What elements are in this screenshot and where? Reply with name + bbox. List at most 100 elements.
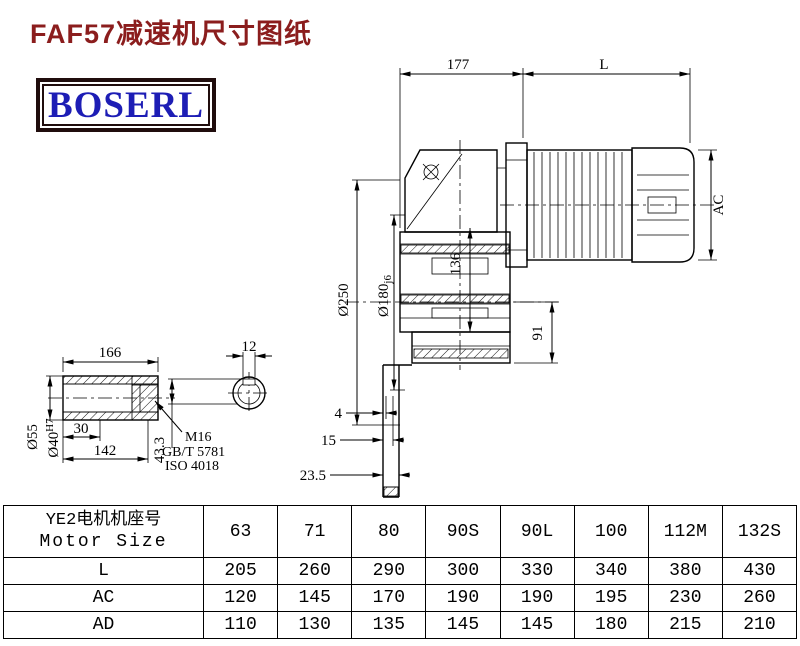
table-cell: 190 [425, 584, 501, 612]
standard-iso-label: ISO 4018 [165, 459, 219, 474]
dim-motor-height: AC [708, 150, 727, 260]
table-cell: 190 [499, 584, 575, 612]
table-cell: 180 [573, 611, 649, 639]
brand-logo-text: BOSERL [47, 84, 205, 126]
bearing-block-1 [431, 257, 489, 275]
motor-cooling-fins [533, 152, 623, 258]
thread-label: M16 [185, 430, 211, 445]
dim-motor-length: L [523, 57, 690, 77]
section-outer-circle [232, 376, 266, 410]
motor-size-header-cell: YE2电机机座号 Motor Size [3, 505, 204, 558]
dim-label-12: 12 [242, 339, 257, 355]
housing-hatch-band-1 [400, 244, 510, 254]
dim-label-91: 91 [530, 326, 546, 341]
table-cell: 260 [277, 557, 353, 585]
size-100: 100 [573, 505, 649, 558]
dim-flange-step-23-5: 23.5 [300, 468, 410, 484]
table-cell: 380 [647, 557, 723, 585]
section-circle-centerlines [228, 372, 270, 414]
table-cell: 145 [499, 611, 575, 639]
shaft-hatch-top [62, 375, 159, 385]
gearbox-outline [382, 149, 511, 498]
crosshair-marker-icon [423, 164, 439, 180]
dim-label-AC: AC [711, 195, 727, 216]
thread-leader-line [154, 400, 183, 433]
dim-label-250: Ø250 [336, 283, 352, 316]
fan-hub [647, 196, 677, 214]
dim-label-180: Ø180j6 [376, 275, 394, 317]
table-cell: 130 [277, 611, 353, 639]
motor-size-label-en: Motor Size [39, 531, 168, 552]
motor-outline [505, 142, 695, 268]
table-cell: 205 [202, 557, 279, 585]
table-cell: 170 [351, 584, 427, 612]
motor-fan-cover [631, 147, 695, 263]
gearbox-chamfer-line [406, 153, 463, 230]
dim-gearbox-length: 177 [400, 57, 523, 77]
dim-flange-step-15: 15 [321, 433, 404, 449]
size-112M: 112M [647, 505, 723, 558]
shaft-detail: 166 30 142 Ø55 Ø40H7 M16 GB/T 5781 ISO 4… [25, 345, 225, 474]
size-63: 63 [202, 505, 279, 558]
motor-size-table: YE2电机机座号 Motor Size 63 71 80 90S 90L 100… [3, 505, 798, 639]
dim-spigot-diameter: Ø180j6 [376, 215, 397, 390]
shaft-extension-lines [46, 357, 159, 463]
brand-logo: BOSERL [36, 78, 216, 132]
dim-label-142: 142 [94, 443, 117, 459]
end-bolt-lines [131, 376, 141, 420]
dim-label-40: Ø40H7 [44, 418, 62, 458]
page-title: FAF57减速机尺寸图纸 [30, 19, 313, 49]
adapter-neck-lines [497, 167, 506, 233]
size-90S: 90S [425, 505, 501, 558]
table-cell: 145 [277, 584, 353, 612]
motor-size-label-cn: YE2电机机座号 [45, 510, 162, 530]
dim-label-L: L [599, 57, 608, 73]
dim-label-166: 166 [99, 345, 122, 361]
size-71: 71 [277, 505, 353, 558]
table-cell: 230 [647, 584, 723, 612]
dim-label-43-3: 43.3 [152, 437, 168, 463]
brand-logo-frame: BOSERL [42, 84, 210, 126]
row-label-AC: AC [3, 584, 204, 612]
shaft-section-detail: 12 43.3 [152, 339, 272, 463]
shaft-hatch-bottom [62, 411, 159, 421]
housing-section-lines [400, 243, 510, 319]
dim-center-136: 136 [448, 228, 473, 332]
dim-label-40-fit: H7 [44, 418, 56, 432]
dim-label-40-value: Ø40 [46, 432, 62, 458]
keyway-notch [242, 378, 256, 386]
main-extension-lines [352, 68, 717, 446]
dim-foot-height: 91 [530, 302, 555, 363]
table-cell: 290 [351, 557, 427, 585]
output-flange [382, 364, 412, 498]
row-label-AD: AD [3, 611, 204, 639]
table-cell: 145 [425, 611, 501, 639]
dim-label-55: Ø55 [25, 424, 41, 450]
table-cell: 195 [573, 584, 649, 612]
dim-label-4: 4 [335, 406, 343, 422]
lower-hatch-band [413, 348, 509, 359]
dim-label-180-value: Ø180 [376, 284, 392, 317]
fan-cover-grille [637, 174, 689, 236]
size-80: 80 [351, 505, 427, 558]
extension-lines [352, 68, 717, 446]
table-cell: 210 [721, 611, 798, 639]
table-cell: 340 [573, 557, 649, 585]
table-cell: 120 [202, 584, 279, 612]
technical-drawing: 177 L AC 136 91 Ø250 Ø180j6 4 [25, 57, 727, 498]
row-label-L: L [3, 557, 204, 585]
dim-flange-step-4: 4 [335, 406, 397, 422]
dim-flange-diameter: Ø250 [336, 180, 360, 425]
crosshair-cross-lines [422, 163, 440, 181]
table-cell: 330 [499, 557, 575, 585]
end-bolt-washer [131, 384, 159, 413]
table-row-AC: AC 120 145 170 190 190 195 230 260 [3, 584, 798, 612]
flange-foot-hatch [383, 486, 399, 497]
dim-label-136: 136 [448, 252, 464, 275]
housing-lower-block [411, 331, 511, 364]
table-header-row: YE2电机机座号 Motor Size 63 71 80 90S 90L 100… [3, 505, 798, 558]
dim-label-180-fit: j6 [382, 275, 394, 285]
table-cell: 300 [425, 557, 501, 585]
dim-label-15: 15 [321, 433, 336, 449]
table-cell: 430 [721, 557, 798, 585]
